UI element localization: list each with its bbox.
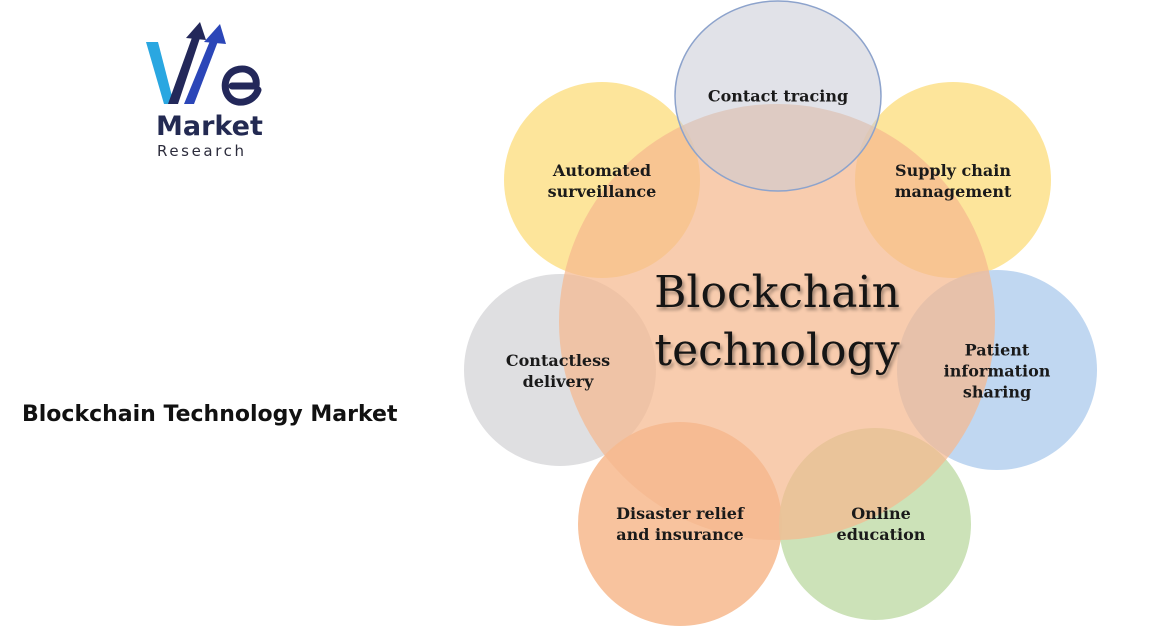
node-text-line: information — [943, 361, 1051, 381]
node-text-line: Contactless — [505, 351, 611, 370]
page-title: Blockchain Technology Market — [22, 402, 398, 427]
logo-mark-icon — [146, 22, 262, 106]
node-text-line: Disaster relief — [616, 504, 744, 523]
we-market-research-logo: Market Research — [140, 18, 280, 168]
node-text-line: sharing — [962, 382, 1032, 402]
node-label-contact-tracing: Contact tracing — [708, 86, 848, 107]
node-text-line: delivery — [522, 372, 594, 391]
center-circle — [559, 104, 995, 540]
logo-research-text: Research — [157, 142, 247, 160]
node-label-disaster-relief: Disaster relief and insurance — [616, 503, 744, 545]
node-circle-contact-tracing — [674, 0, 882, 192]
node-text-line: surveillance — [547, 182, 657, 201]
node-text-line: Contact tracing — [707, 86, 849, 106]
logo-market-text: Market — [156, 111, 263, 142]
node-text-line: and insurance — [616, 525, 744, 544]
node-label-contactless-delivery: Contactless delivery — [506, 350, 610, 392]
node-text-line: Patient — [964, 340, 1030, 360]
node-text-line: Online — [851, 504, 911, 523]
node-label-supply-chain: Supply chain management — [895, 160, 1012, 202]
node-text-line: Supply chain — [895, 161, 1011, 180]
node-label-automated-surveillance: Automated surveillance — [548, 160, 657, 202]
center-label: Blockchain technology — [654, 264, 900, 380]
node-text-line: management — [894, 182, 1012, 201]
node-label-patient-info: Patient information sharing — [944, 340, 1051, 403]
center-label-line2: technology — [654, 325, 900, 376]
center-label-line1: Blockchain — [654, 267, 900, 318]
node-label-online-education: Online education — [837, 503, 926, 545]
node-text-line: Automated — [552, 161, 652, 180]
node-text-line: education — [836, 525, 926, 544]
